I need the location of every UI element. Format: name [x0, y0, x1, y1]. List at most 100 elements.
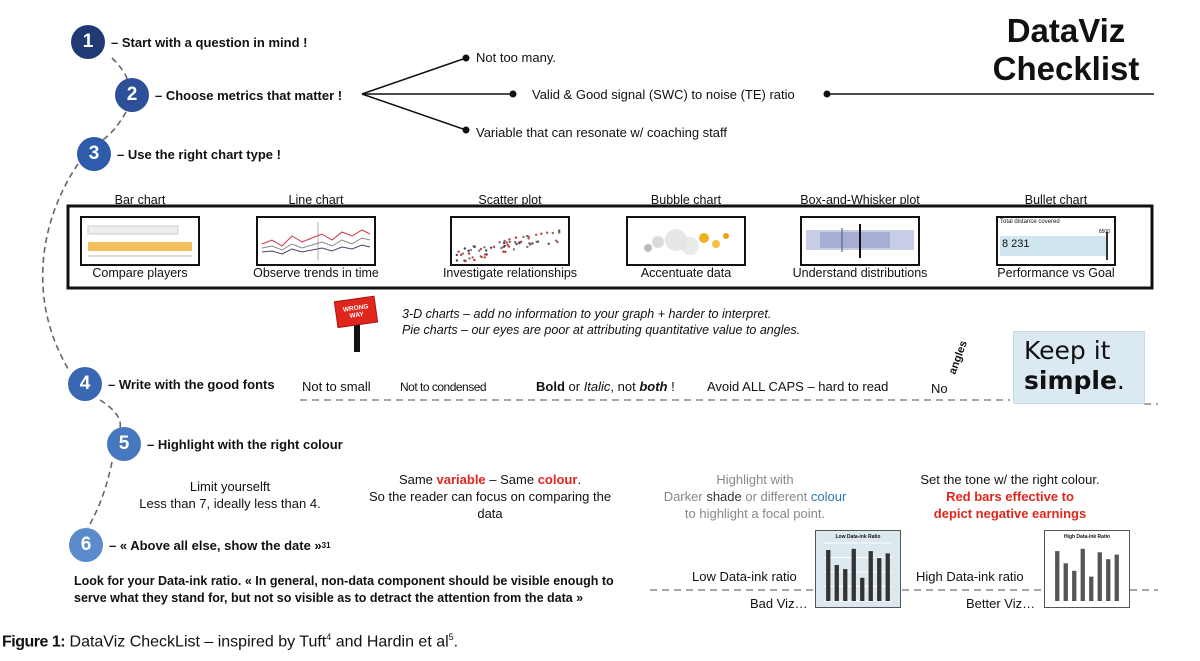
scatter-dot — [558, 229, 561, 232]
colour-hl-mid: or different — [741, 489, 811, 504]
bullet-thumb-value: 8 231 — [1002, 238, 1030, 250]
scatter-dot — [518, 241, 521, 245]
dataink-quote: Look for your Data-ink ratio. « In gener… — [74, 573, 614, 607]
step-label: – Use the right chart type ! — [117, 146, 281, 162]
metric-branch-bottom — [361, 93, 467, 131]
scatter-dot — [527, 237, 530, 240]
colour-hl-colour: colour — [810, 489, 847, 504]
colour-tone-line1: Set the tone w/ the right colour. — [920, 472, 1100, 487]
colour-same-line3: data — [477, 506, 503, 521]
metric-branch-top — [361, 57, 467, 95]
scatter-dot — [503, 239, 506, 243]
bar — [1106, 559, 1111, 601]
low-chart-title: Low Data-ink Ratio — [835, 534, 881, 540]
scatter-dot — [502, 241, 506, 245]
scatter-dot — [506, 243, 509, 247]
wrong-way-3d: 3-D charts – add no information to your … — [402, 307, 772, 321]
bar — [1063, 563, 1068, 601]
high-dataink-label: High Data-ink ratio — [916, 569, 1024, 584]
scatter-dot — [545, 231, 549, 234]
step-number-badge: 4 — [68, 367, 102, 401]
scatter-dot — [464, 259, 467, 263]
scatter-dot — [513, 240, 517, 244]
bullet-dot — [462, 126, 470, 134]
scatter-dot — [489, 246, 493, 249]
step-label: – Start with a question in mind ! — [111, 34, 308, 50]
colour-tone: Set the tone w/ the right colour. Red ba… — [890, 471, 1130, 522]
step-number-badge: 2 — [115, 78, 149, 112]
scatter-dot — [478, 249, 481, 252]
scatter-dot — [485, 249, 488, 252]
chart-type-bar: Bar chart Compare players — [80, 193, 200, 286]
simple-line: simple. — [1024, 366, 1125, 395]
scatter-dot — [512, 248, 516, 251]
bar — [834, 565, 839, 601]
colour-same-mid: – Same — [485, 472, 538, 487]
scatter-dot — [515, 242, 518, 246]
chart-type-bubble: Bubble chart Accentuate data — [626, 193, 746, 286]
step-label: – « Above all else, show the date » — [109, 537, 322, 553]
chart-type-label: Bullet chart — [1024, 193, 1088, 207]
chart-type-scatter: Scatter plot Investigate relationships — [443, 193, 577, 286]
box-whisker-thumbnail — [800, 216, 920, 266]
step-number-badge: 3 — [77, 137, 111, 171]
scatter-dot — [484, 253, 487, 256]
dashed-connector-5-6 — [87, 461, 113, 529]
low-dataink-label: Low Data-ink ratio — [692, 569, 797, 584]
step-label: – Choose metrics that matter ! — [155, 87, 343, 103]
wrong-way-pie: Pie charts – our eyes are poor at attrib… — [402, 323, 801, 337]
high-dataink-sub: Better Viz… — [966, 596, 1036, 611]
scatter-plot-thumbnail — [450, 216, 570, 266]
chart-purpose-label: Performance vs Goal — [997, 266, 1115, 280]
chart-types-frame — [66, 204, 1154, 290]
title-line-2: Checklist — [992, 50, 1140, 87]
scatter-dot — [498, 241, 501, 244]
simple-dot: . — [1116, 366, 1125, 395]
figure-caption: Figure 1: DataViz CheckList – inspired b… — [2, 632, 458, 651]
font-bang: ! — [667, 379, 675, 394]
scatter-dot — [483, 246, 486, 249]
caption-mid: and Hardin et al — [331, 633, 449, 651]
scatter-dot — [547, 242, 550, 245]
scatter-dot — [514, 236, 518, 239]
font-bold-word: Bold — [536, 379, 565, 394]
scatter-dot — [551, 231, 554, 235]
bar — [1080, 548, 1085, 601]
colour-limit-line2: Less than 7, ideally less than 4. — [139, 496, 321, 511]
scatter-dot — [507, 245, 511, 248]
bullet-thumb-label: Total distance covered — [1000, 219, 1060, 225]
bar — [826, 550, 831, 601]
scatter-dot — [471, 256, 474, 259]
scatter-dot — [461, 252, 465, 255]
chart-type-line: Line chart Observe trends in time — [253, 193, 379, 286]
scatter-dot — [463, 247, 466, 250]
page-title: DataViz Checklist — [980, 12, 1152, 88]
scatter-dot — [479, 247, 483, 251]
scatter-dot — [472, 245, 475, 248]
colour-same-pre: Same — [398, 472, 437, 487]
colour-tone-line3: depict negative earnings — [933, 506, 1087, 521]
bar — [1055, 551, 1060, 601]
colour-tone-line2: Red bars effective to — [946, 489, 1074, 504]
bar — [843, 569, 848, 601]
wrong-way-post — [354, 324, 360, 352]
scatter-dot — [467, 252, 471, 255]
bubble-chart-thumbnail — [626, 216, 746, 266]
scatter-dot — [483, 256, 486, 259]
colour-limit-line1: Limit yourselft — [189, 479, 271, 494]
scatter-dot — [508, 240, 511, 244]
dashed-connector-1-2 — [111, 57, 129, 85]
scatter-dot — [467, 249, 470, 253]
font-no: No — [931, 381, 948, 396]
colour-hl-line1: Highlight with — [716, 472, 794, 487]
caption-label: Figure 1: — [2, 633, 66, 651]
bar-chart-thumbnail — [80, 216, 200, 266]
bullet-dot — [509, 90, 517, 98]
chart-type-label: Line chart — [288, 193, 344, 207]
caption-sup1: 4 — [326, 632, 332, 642]
dashed-connector-4-5 — [99, 399, 122, 429]
scatter-dot — [519, 240, 523, 243]
colour-same-colour: colour — [537, 472, 578, 487]
step-label: – Write with the good fonts — [108, 376, 275, 392]
